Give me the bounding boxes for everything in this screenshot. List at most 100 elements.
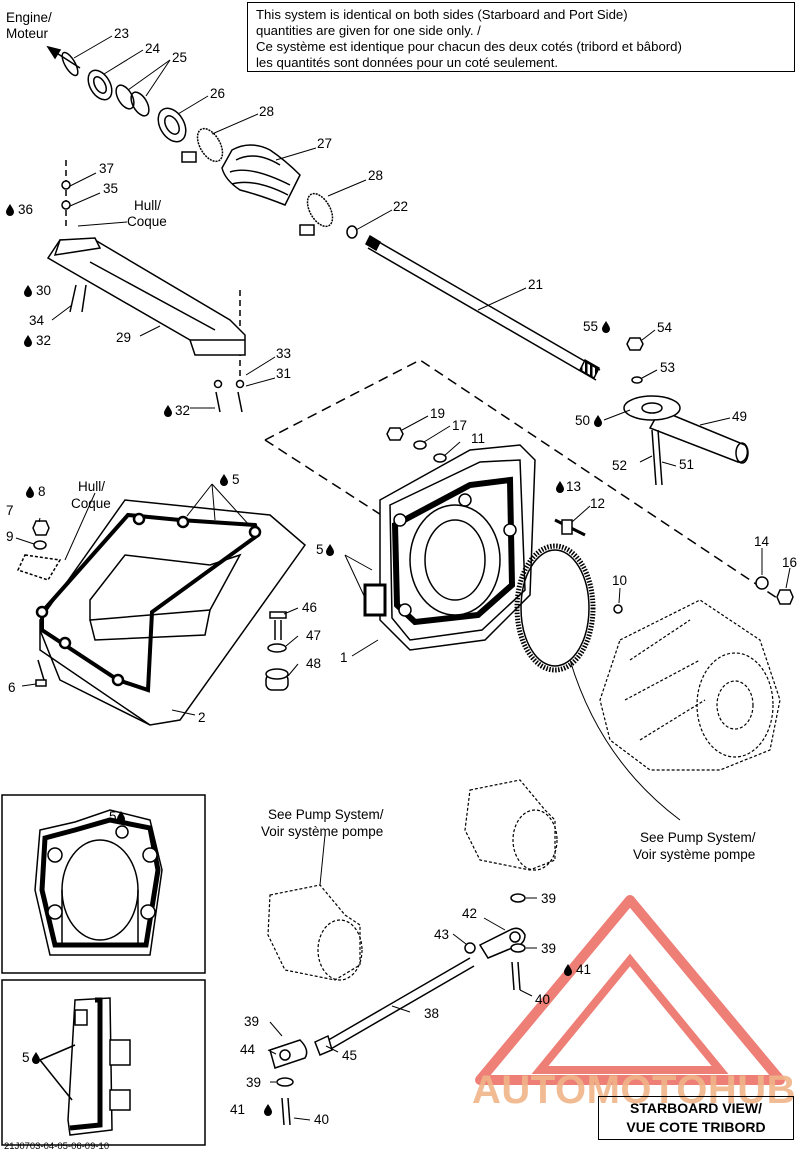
callout-32: 32 (36, 333, 51, 348)
drop-icon (24, 285, 32, 297)
callout-33: 33 (276, 346, 291, 361)
drop-icon (26, 486, 34, 498)
callout-12: 12 (590, 496, 605, 511)
support-bracket (46, 160, 246, 413)
callout-7: 7 (6, 503, 14, 518)
callout-39: 39 (246, 1075, 261, 1090)
see-pump-left-l2: Voir système pompe (261, 824, 383, 839)
callout-32: 32 (175, 403, 190, 418)
callout-27: 27 (317, 136, 332, 151)
watermark-text: AUTOMOTOHUB (472, 1068, 797, 1112)
callout-53: 53 (660, 360, 675, 375)
notice-line-4: les quantités sont données pour un coté … (256, 55, 559, 70)
callout-28: 28 (259, 104, 274, 119)
callout-31: 31 (276, 366, 291, 381)
callout-16: 16 (782, 555, 797, 570)
callout-14: 14 (754, 534, 770, 549)
drop-icon (32, 1052, 40, 1064)
callout-13: 13 (566, 479, 581, 494)
leader-lines (15, 35, 791, 1121)
callout-50: 50 (575, 413, 590, 428)
callout-10: 10 (612, 573, 627, 588)
callout-45: 45 (342, 1048, 357, 1063)
drop-icon (556, 481, 564, 493)
callout-39: 39 (541, 941, 556, 956)
nozzle-housing (599, 599, 781, 771)
callout-35: 35 (103, 181, 118, 196)
engine-label-l2: Moteur (6, 26, 49, 41)
drawing-code: 21J0703-04-05-06-09-10 (4, 1141, 110, 1152)
callout-numbers: 23 24 25 26 28 27 28 22 37 35 36 30 34 3… (6, 26, 797, 1127)
inset-views (1, 794, 206, 1146)
callout-43: 43 (434, 927, 449, 942)
drop-icon (220, 474, 228, 486)
callout-23: 23 (114, 26, 129, 41)
view-label-line-2: VUE COTE TRIBORD (626, 1119, 766, 1135)
pump-housing (264, 359, 781, 651)
callout-5: 5 (22, 1050, 30, 1065)
callout-36: 36 (18, 202, 33, 217)
callout-44: 44 (240, 1042, 256, 1057)
callout-28: 28 (368, 168, 383, 183)
see-pump-right-l2: Voir système pompe (633, 847, 755, 862)
drop-icon (326, 544, 334, 556)
callout-34: 34 (29, 313, 45, 328)
driveline-assembly (46, 45, 749, 486)
notice-line-3: Ce système est identique pour chacun des… (256, 39, 682, 54)
callout-54: 54 (657, 320, 673, 335)
callout-8: 8 (38, 484, 46, 499)
callout-51: 51 (679, 457, 694, 472)
pump-units (267, 779, 558, 981)
callout-26: 26 (210, 86, 225, 101)
reference-lines (319, 659, 681, 886)
view-label-box: STARBOARD VIEW/ VUE COTE TRIBORD (598, 1096, 794, 1140)
engine-label-l1: Engine/ (6, 10, 52, 25)
callout-25: 25 (172, 50, 187, 65)
callout-46: 46 (302, 600, 317, 615)
callout-5: 5 (109, 809, 117, 824)
callout-41: 41 (576, 962, 591, 977)
watermark-logo (475, 895, 785, 1085)
drop-icon (602, 321, 610, 333)
callout-11: 11 (471, 431, 485, 446)
callout-48: 48 (306, 656, 321, 671)
notice-line-1: This system is identical on both sides (… (256, 7, 628, 22)
callout-1: 1 (340, 650, 348, 665)
steering-link (269, 893, 526, 1126)
callout-17: 17 (452, 418, 467, 433)
callout-19: 19 (430, 406, 445, 421)
mounting-plate (16, 499, 307, 726)
rubber-mounts (265, 611, 289, 691)
drop-icon (164, 405, 172, 417)
drop-icon (594, 415, 602, 427)
callout-9: 9 (6, 529, 14, 544)
notice-box: This system is identical on both sides (… (247, 2, 795, 72)
text-labels: Engine/ Moteur Hull/ Coque Hull/ Coque S… (6, 10, 756, 862)
callout-52: 52 (612, 458, 627, 473)
callout-39: 39 (541, 891, 556, 906)
callout-42: 42 (462, 906, 477, 921)
callout-2: 2 (198, 710, 206, 725)
callout-39: 39 (244, 1014, 259, 1029)
callout-47: 47 (306, 628, 321, 643)
see-pump-right-l1: See Pump System/ (640, 830, 756, 845)
drop-icon (264, 1104, 272, 1116)
drop-icon (6, 204, 14, 216)
hull-label-left-l2: Coque (71, 496, 111, 511)
hull-label-top-l2: Coque (127, 214, 167, 229)
callout-29: 29 (116, 330, 131, 345)
drop-icon (24, 335, 32, 347)
callout-49: 49 (732, 409, 747, 424)
callout-6: 6 (8, 680, 16, 695)
callout-24: 24 (145, 41, 161, 56)
callout-41: 41 (230, 1102, 245, 1117)
callout-55: 55 (583, 319, 598, 334)
callout-5: 5 (316, 542, 324, 557)
view-label-line-1: STARBOARD VIEW/ (630, 1100, 762, 1116)
callout-40: 40 (314, 1112, 329, 1127)
callout-5: 5 (232, 472, 240, 487)
callout-40: 40 (535, 992, 550, 1007)
callout-37: 37 (99, 161, 114, 176)
